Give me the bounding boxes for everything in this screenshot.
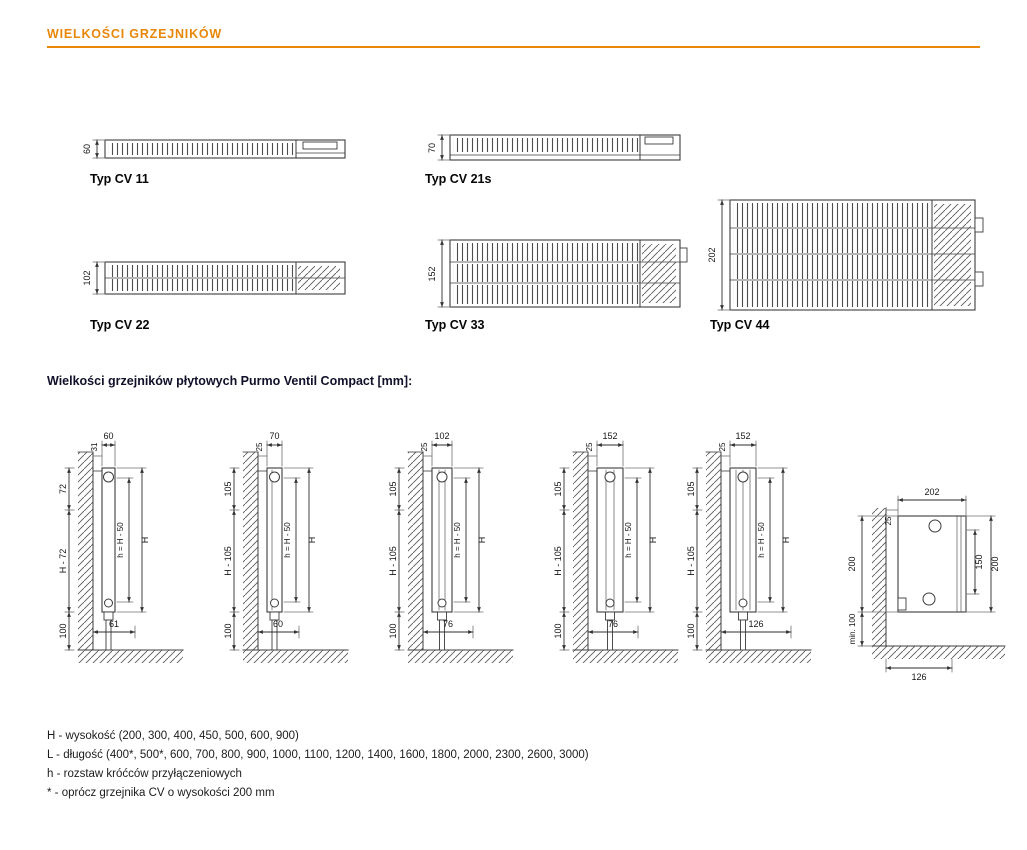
sv3-bottom-dim: 76 bbox=[443, 619, 453, 629]
cross-section-cv44: 202 bbox=[707, 199, 984, 311]
sv3-top-offset-dim: 105 bbox=[388, 481, 398, 496]
sv5-mid-dim: H - 105 bbox=[686, 546, 696, 576]
note-length-range: L - długość (400*, 500*, 600, 700, 800, … bbox=[47, 749, 589, 761]
sv4-pitch-dim: h = H - 50 bbox=[624, 522, 633, 558]
type-label-cv44: Typ CV 44 bbox=[710, 318, 770, 332]
sv1-height-dim: H bbox=[140, 537, 150, 544]
sv1-floor-dim: 100 bbox=[58, 623, 68, 638]
corner-bottom-dim: 126 bbox=[911, 672, 926, 682]
sv2-pitch-dim: h = H - 50 bbox=[283, 522, 292, 558]
cross-section-cv11: 60 bbox=[82, 139, 346, 159]
type-label-cv33: Typ CV 33 bbox=[425, 318, 485, 332]
sv2-wall-gap-dim: 25 bbox=[255, 442, 264, 451]
cross-section-cv22: 102 bbox=[82, 261, 346, 295]
sv4-width-dim: 152 bbox=[602, 431, 617, 441]
sv2-height-dim: H bbox=[307, 537, 317, 544]
sv4-bottom-dim: 76 bbox=[608, 619, 618, 629]
corner-inner-right-dim: 150 bbox=[974, 554, 984, 569]
page-title: WIELKOŚCI GRZEJNIKÓW bbox=[47, 27, 223, 41]
sv5-width-dim: 152 bbox=[735, 431, 750, 441]
sv4-wall-gap-dim: 25 bbox=[585, 442, 594, 451]
cv33-depth-dim: 152 bbox=[427, 266, 437, 281]
side-view-3: 102 25 105 H - 105 100 h = H - 50 H 76 bbox=[388, 431, 514, 663]
footnotes: H - wysokość (200, 300, 400, 450, 500, 6… bbox=[47, 727, 589, 803]
corner-wall-gap-dim: 25 bbox=[884, 516, 893, 525]
sv1-mid-dim: H - 72 bbox=[58, 549, 68, 574]
sv5-bottom-dim: 126 bbox=[748, 619, 763, 629]
type-label-cv21s: Typ CV 21s bbox=[425, 172, 492, 186]
corner-view: 202 25 200 min. 100 150 200 126 bbox=[847, 487, 1006, 682]
cv21s-depth-dim: 70 bbox=[427, 143, 437, 153]
sv3-mid-dim: H - 105 bbox=[388, 546, 398, 576]
side-view-1: 60 31 72 H - 72 100 h = H - 50 H 61 bbox=[58, 431, 184, 663]
type-label-cv11: Typ CV 11 bbox=[90, 172, 149, 186]
sv3-pitch-dim: h = H - 50 bbox=[453, 522, 462, 558]
corner-left-min-dim: min. 100 bbox=[848, 613, 857, 644]
side-view-5: 152 25 105 H - 105 100 h = H - 50 H 126 bbox=[686, 431, 812, 663]
sv2-top-offset-dim: 105 bbox=[223, 481, 233, 496]
sv4-floor-dim: 100 bbox=[553, 623, 563, 638]
sv1-top-offset-dim: 72 bbox=[58, 484, 68, 494]
corner-width-dim: 202 bbox=[924, 487, 939, 497]
sv2-mid-dim: H - 105 bbox=[223, 546, 233, 576]
type-label-cv22: Typ CV 22 bbox=[90, 318, 150, 332]
sv4-height-dim: H bbox=[648, 537, 658, 544]
note-exception: * - oprócz grzejnika CV o wysokości 200 … bbox=[47, 787, 275, 799]
sv2-floor-dim: 100 bbox=[223, 623, 233, 638]
note-height-range: H - wysokość (200, 300, 400, 450, 500, 6… bbox=[47, 730, 299, 742]
sv2-width-dim: 70 bbox=[269, 431, 279, 441]
sv3-height-dim: H bbox=[477, 537, 487, 544]
section-title: Wielkości grzejników płytowych Purmo Ven… bbox=[47, 374, 413, 388]
sv5-wall-gap-dim: 25 bbox=[718, 442, 727, 451]
corner-outer-right-dim: 200 bbox=[990, 556, 1000, 571]
sv4-top-offset-dim: 105 bbox=[553, 481, 563, 496]
sv1-pitch-dim: h = H - 50 bbox=[116, 522, 125, 558]
sv3-wall-gap-dim: 25 bbox=[420, 442, 429, 451]
sv5-top-offset-dim: 105 bbox=[686, 481, 696, 496]
side-view-4: 152 25 105 H - 105 100 h = H - 50 H 76 bbox=[553, 431, 679, 663]
cv22-depth-dim: 102 bbox=[82, 270, 92, 285]
sv1-width-dim: 60 bbox=[103, 431, 113, 441]
cv44-depth-dim: 202 bbox=[707, 247, 717, 262]
sv1-bottom-dim: 61 bbox=[109, 619, 119, 629]
cv11-depth-dim: 60 bbox=[82, 144, 92, 154]
cross-section-cv33: 152 bbox=[427, 239, 688, 308]
header-rule bbox=[47, 46, 980, 48]
side-view-2: 70 25 105 H - 105 100 h = H - 50 H 60 bbox=[223, 431, 349, 663]
sv3-floor-dim: 100 bbox=[388, 623, 398, 638]
sv5-pitch-dim: h = H - 50 bbox=[757, 522, 766, 558]
cross-section-cv21s: 70 bbox=[427, 134, 681, 161]
corner-left-height-dim: 200 bbox=[847, 556, 857, 571]
sv2-bottom-dim: 60 bbox=[273, 619, 283, 629]
sv1-wall-gap-dim: 31 bbox=[90, 442, 99, 451]
sv5-height-dim: H bbox=[781, 537, 791, 544]
note-pitch: h - rozstaw króćców przyłączeniowych bbox=[47, 768, 242, 780]
sv3-width-dim: 102 bbox=[434, 431, 449, 441]
sv4-mid-dim: H - 105 bbox=[553, 546, 563, 576]
sv5-floor-dim: 100 bbox=[686, 623, 696, 638]
